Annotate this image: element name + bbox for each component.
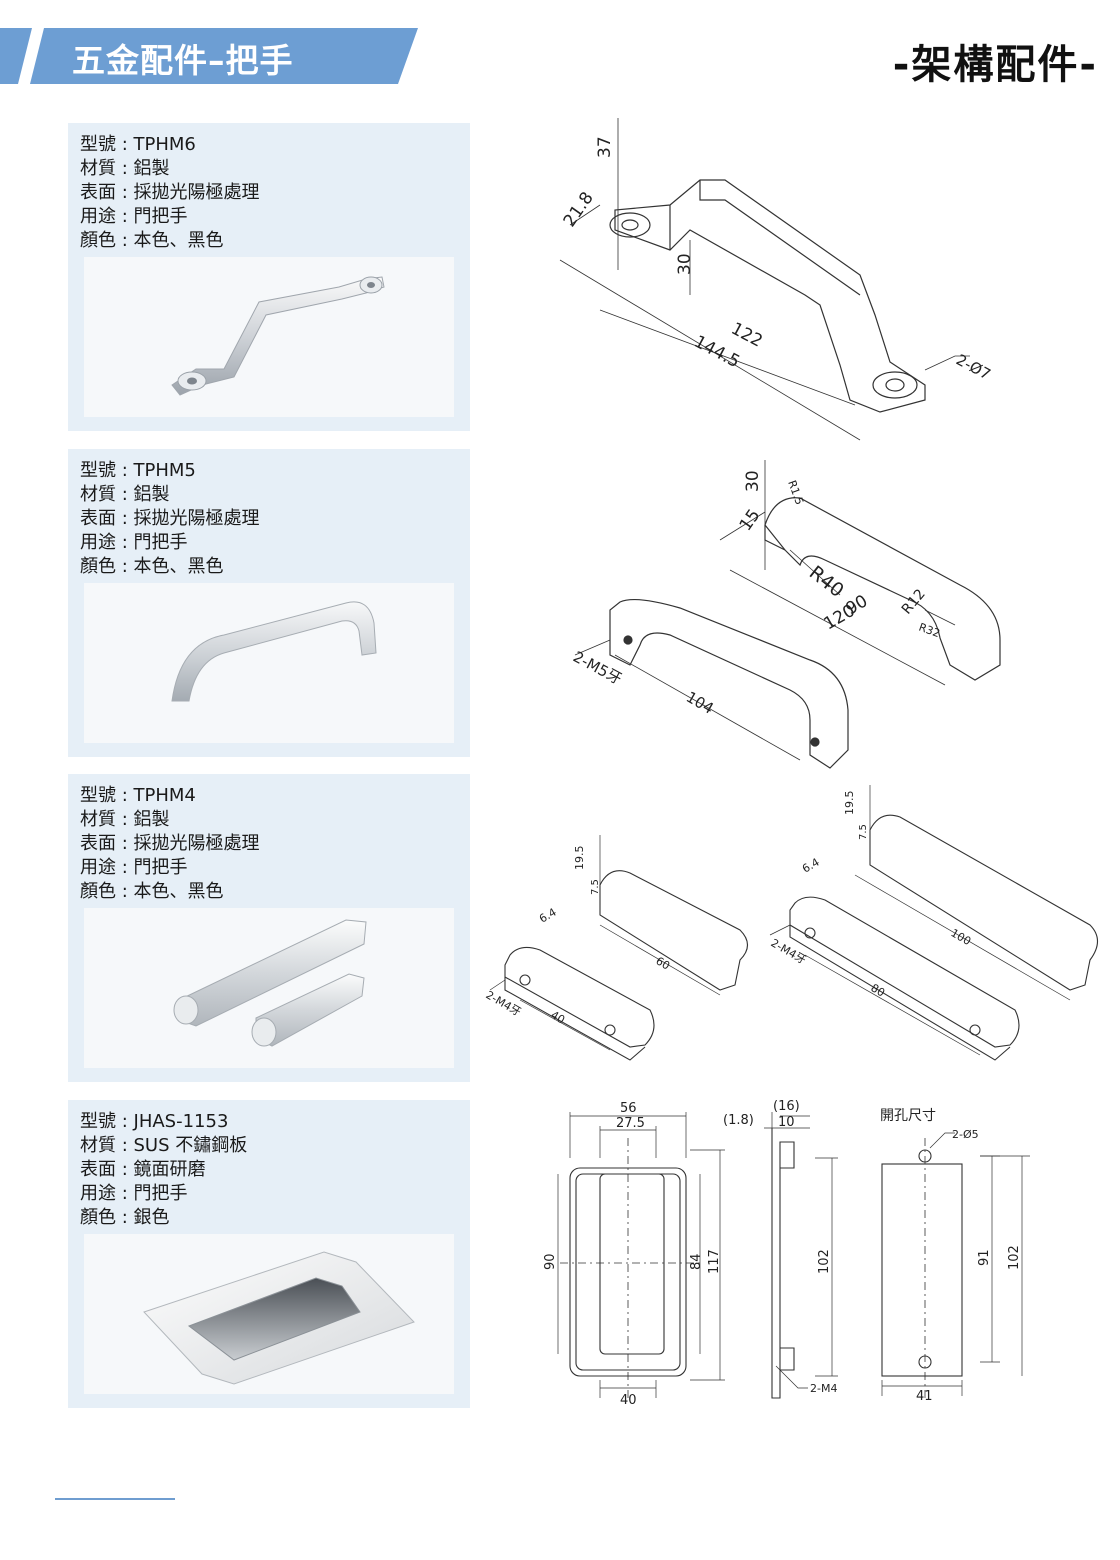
header-banner [0,28,418,84]
usage-label: 用途 : 門把手 [80,206,188,227]
dim-40: 40 [549,1008,568,1026]
model-label: 型號 : TPHM5 [80,460,196,481]
dim-37: 37 [595,136,615,158]
dim-21-8: 21.8 [560,188,598,230]
dim-30: 30 [675,253,695,275]
product-photo [84,1234,454,1394]
model-label: 型號 : TPHM6 [80,134,196,155]
color-label: 顏色 : 本色、黑色 [80,881,224,902]
dim-16: (16) [773,1099,800,1114]
product-photo [84,583,454,743]
product-card-jhas-1153: 型號 : JHAS-1153 材質 : SUS 不鏽鋼板 表面 : 鏡面研磨 用… [68,1100,470,1408]
section-title: -架構配件- [892,42,1098,88]
banner-title: 五金配件–把手 [72,41,294,80]
usage-label: 用途 : 門把手 [80,532,188,553]
color-label: 顏色 : 本色、黑色 [80,230,224,251]
tphm4-drawing: 19.5 7.5 6.4 60 2-M4牙 40 19.5 7.5 6.4 10… [484,785,1099,1061]
model-label: 型號 : TPHM4 [80,785,196,806]
surface-label: 表面 : 鏡面研磨 [80,1159,206,1180]
dim-80: 80 [869,981,888,999]
dim-r1-5: R1.5 [785,479,806,507]
dim-19-5: 19.5 [843,791,856,816]
dim-100: 100 [949,926,974,948]
dim-117: 117 [707,1249,722,1274]
tphm6-drawing: 37 21.8 30 122 144.5 2-Ø7 [560,118,994,441]
dim-7-5: 7.5 [858,824,869,840]
dim-2-m4: 2-M4 [810,1382,837,1395]
handle-photo-image [143,1251,415,1385]
dim-30: 30 [743,470,763,492]
spec-list: 型號 : JHAS-1153 材質 : SUS 不鏽鋼板 表面 : 鏡面研磨 用… [80,1110,247,1230]
dim-41: 41 [916,1389,933,1404]
material-label: 材質 : 鋁製 [80,809,170,830]
dim-1-8: (1.8) [723,1113,754,1128]
color-label: 顏色 : 本色、黑色 [80,556,224,577]
surface-label: 表面 : 採拋光陽極處理 [80,833,260,854]
dim-2-hole7: 2-Ø7 [953,351,994,384]
dim-15: 15 [736,506,765,535]
dim-90: 90 [543,1253,558,1270]
dim-r12: R12 [899,586,929,617]
material-label: 材質 : SUS 不鏽鋼板 [80,1135,248,1156]
handle-photo-image [171,601,377,702]
dim-r32: R32 [917,621,942,641]
usage-label: 用途 : 門把手 [80,857,188,878]
surface-label: 表面 : 採拋光陽極處理 [80,508,260,529]
product-photo [84,908,454,1068]
dim-6-4: 6.4 [537,906,559,926]
dim-102: 102 [1007,1245,1022,1270]
dim-27-5: 27.5 [616,1116,645,1131]
cutout-size-label: 開孔尺寸 [880,1108,936,1124]
product-card-tphm6: 型號 : TPHM6 材質 : 鋁製 表面 : 採拋光陽極處理 用途 : 門把手… [68,123,470,431]
jhas-1153-drawing: 56 27.5 90 84 117 40 (1.8) (16) 10 102 2… [543,1099,1030,1408]
material-label: 材質 : 鋁製 [80,484,170,505]
product-photo [84,257,454,417]
surface-label: 表面 : 採拋光陽極處理 [80,182,260,203]
material-label: 材質 : 鋁製 [80,158,170,179]
dim-56: 56 [620,1101,637,1116]
tphm5-drawing: 30 R1.5 15 R40 90 120 R12 R32 2-M5牙 104 [570,460,1001,769]
dim-2-m4: 2-M4牙 [484,988,524,1018]
footer-rule [55,1498,175,1500]
dim-2-m4: 2-M4牙 [769,936,809,966]
dim-2-m5: 2-M5牙 [570,648,625,689]
handle-photo-image [171,276,385,396]
dim-10: 10 [778,1115,795,1130]
spec-list: 型號 : TPHM5 材質 : 鋁製 表面 : 採拋光陽極處理 用途 : 門把手… [80,459,260,579]
product-card-tphm5: 型號 : TPHM5 材質 : 鋁製 表面 : 採拋光陽極處理 用途 : 門把手… [68,449,470,757]
spec-list: 型號 : TPHM4 材質 : 鋁製 表面 : 採拋光陽極處理 用途 : 門把手… [80,784,260,904]
dim-91: 91 [977,1249,992,1266]
product-card-tphm4: 型號 : TPHM4 材質 : 鋁製 表面 : 採拋光陽極處理 用途 : 門把手… [68,774,470,1082]
handle-photo-image [173,919,367,1047]
model-label: 型號 : JHAS-1153 [80,1111,229,1132]
dim-60: 60 [654,954,673,972]
dim-19-5: 19.5 [573,846,586,871]
dim-104: 104 [683,688,717,718]
spec-list: 型號 : TPHM6 材質 : 鋁製 表面 : 採拋光陽極處理 用途 : 門把手… [80,133,260,253]
dim-7-5: 7.5 [590,879,601,895]
dim-6-4: 6.4 [800,856,822,876]
dim-122: 122 [728,319,766,352]
dim-2-hole5: 2-Ø5 [952,1128,979,1141]
color-label: 顏色 : 銀色 [80,1207,170,1228]
dim-84: 84 [689,1253,704,1270]
dim-40: 40 [620,1393,637,1408]
usage-label: 用途 : 門把手 [80,1183,188,1204]
dim-102: 102 [817,1249,832,1274]
